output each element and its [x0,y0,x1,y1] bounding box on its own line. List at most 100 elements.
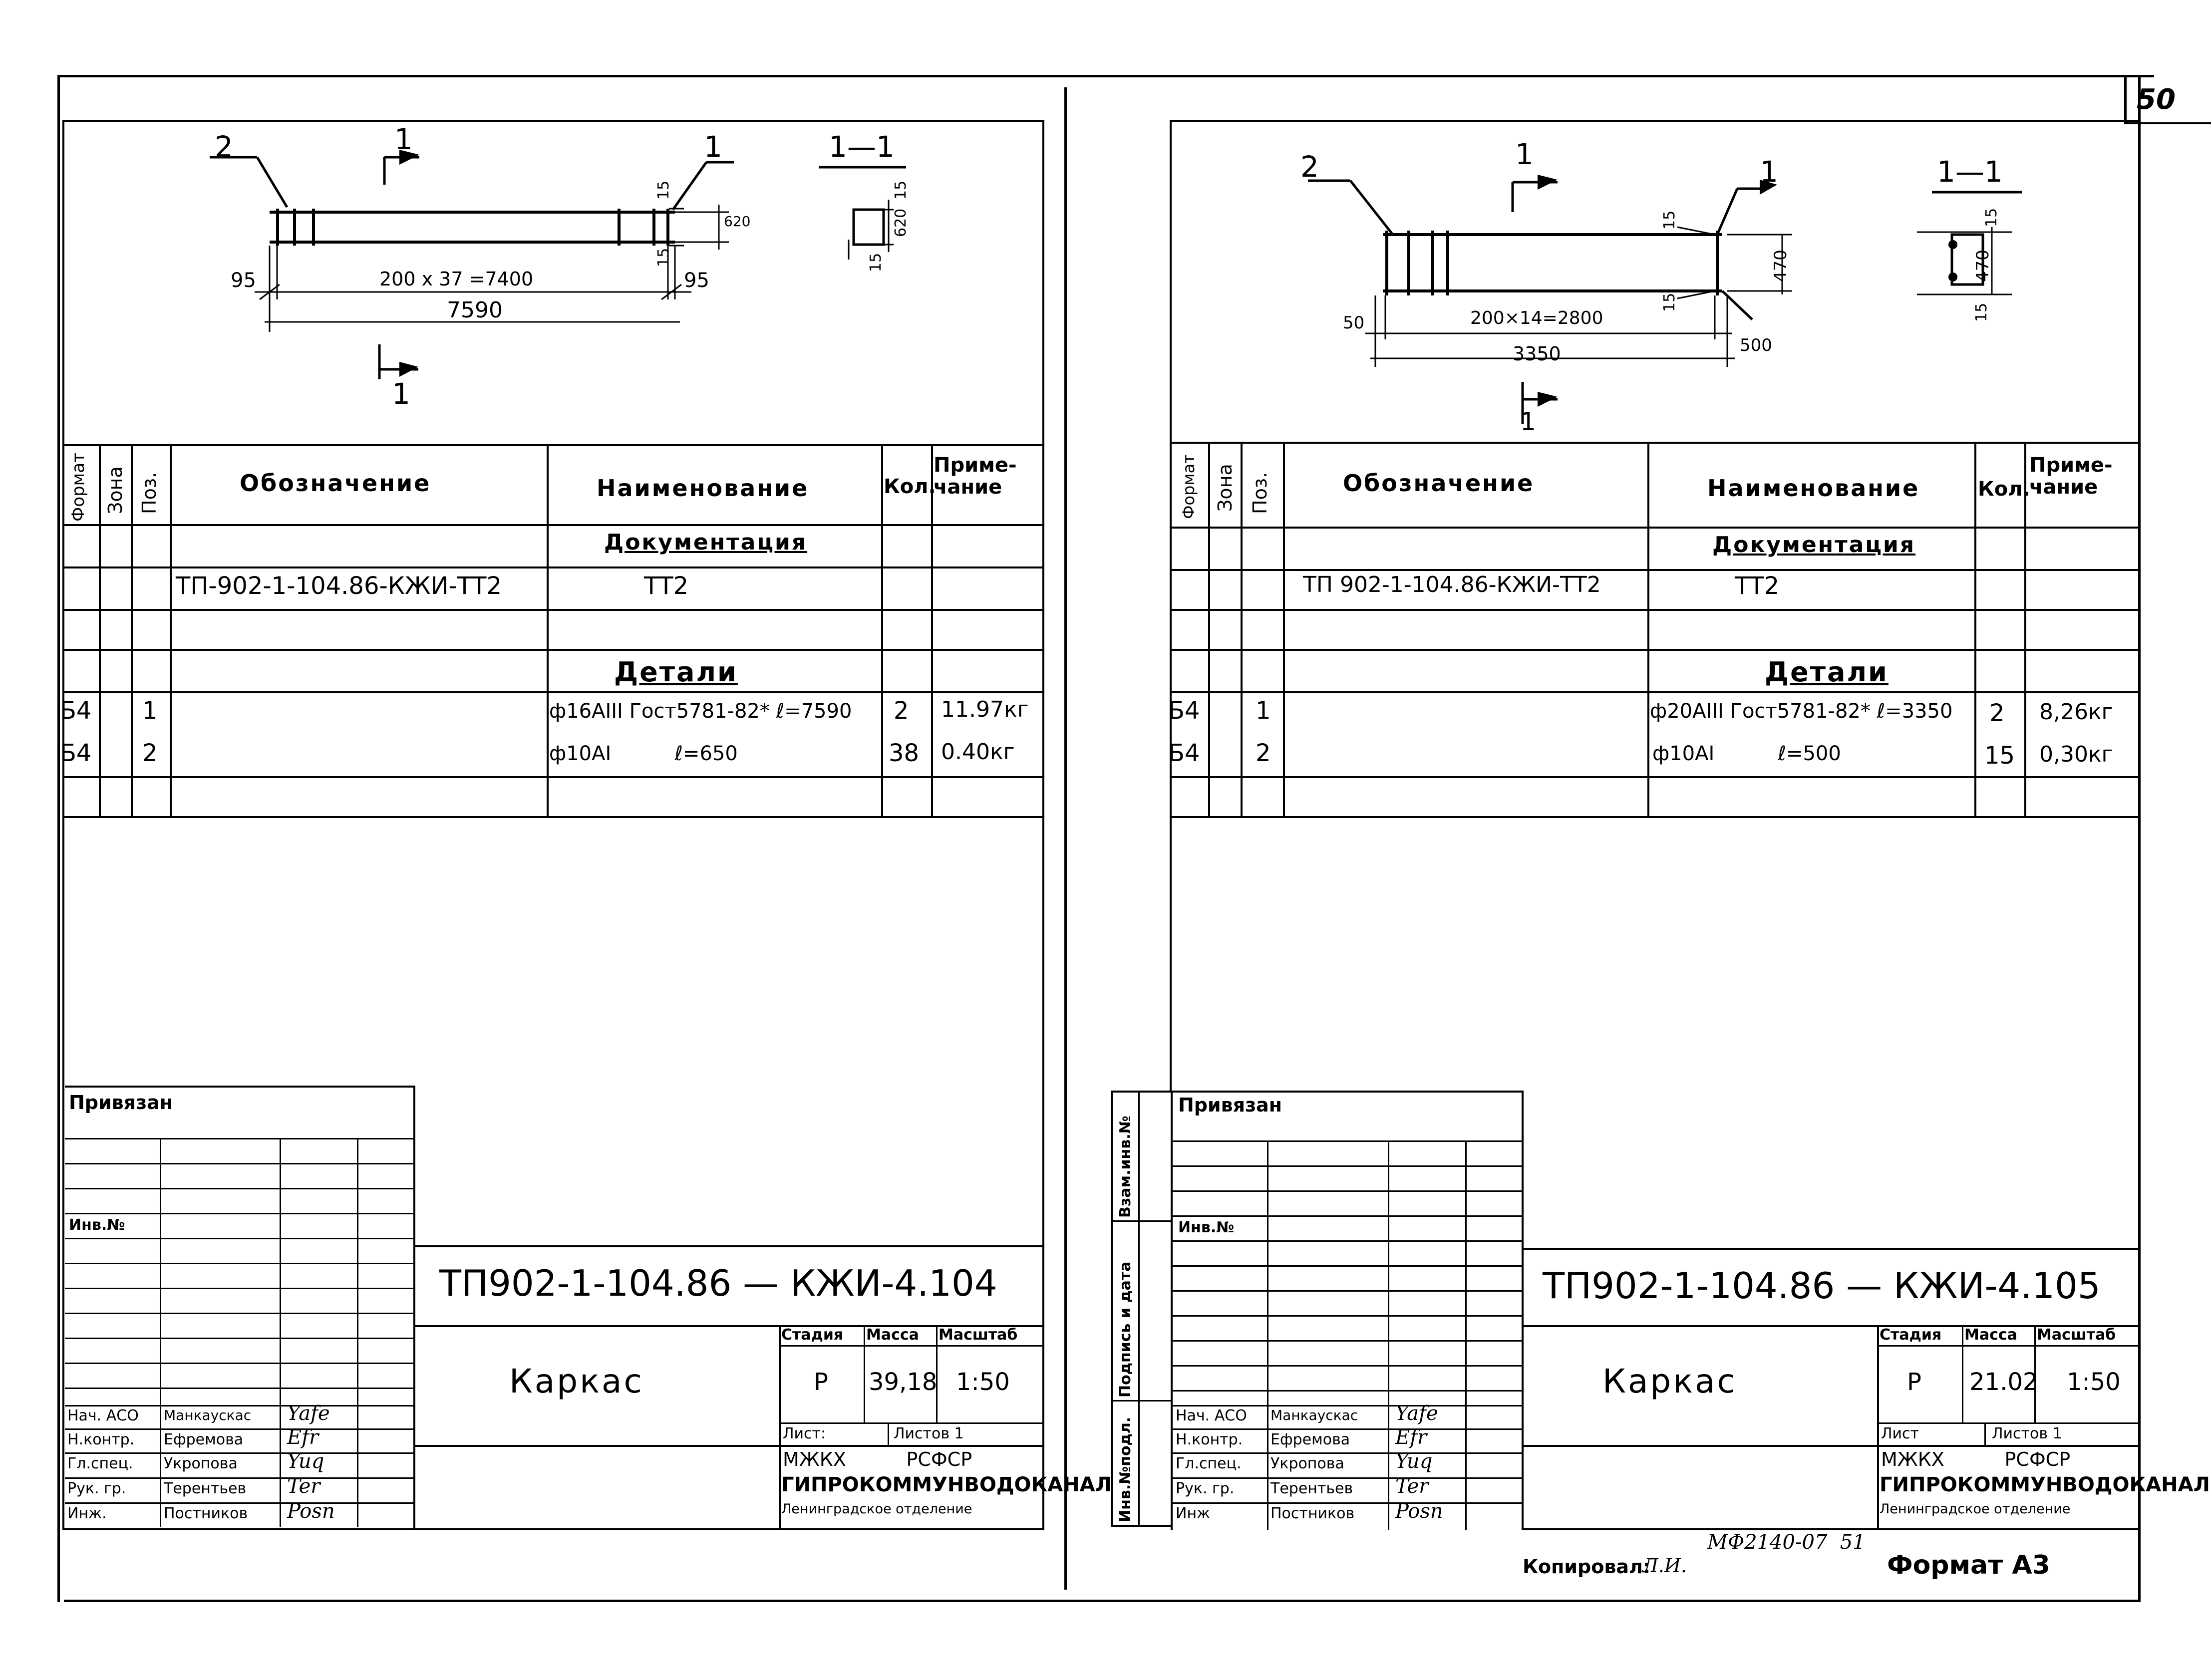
org-line-1: МЖКХ РСФСР [1881,1448,2071,1470]
callout-2: 2 [215,130,233,164]
signature-3: Yuq [1395,1450,1433,1473]
stage-value: Р [1907,1368,1921,1396]
stage-label: Стадия [781,1326,844,1344]
signature-4: Ter [1395,1475,1429,1498]
row2-pos: 2 [142,739,158,767]
mass-label: Масса [1964,1326,2017,1344]
mass-label: Масса [866,1326,919,1344]
row2-qty: 38 [889,739,920,767]
scale-value: 1:50 [956,1368,1010,1396]
side-label-2: Подпись и дата [1117,1261,1134,1398]
header-zone: Зона [104,466,126,514]
signature-2: Efr [1395,1426,1427,1449]
header-pos: Поз. [1249,472,1271,514]
row1-pos: 1 [142,697,158,725]
person-3: Укропова [1270,1455,1344,1472]
dim-total: 3350 [1513,343,1561,365]
dim-cover-top: 15 [1661,210,1678,230]
doc-name: ТТ2 [1735,572,1780,600]
row1-qty: 2 [1989,699,2005,727]
row2-pos: 2 [1256,739,1271,767]
header-note: Приме-чание [2029,454,2113,499]
role-2: Н.контр. [1176,1431,1243,1448]
doc-name: ТТ2 [644,572,689,600]
role-2: Н.контр. [67,1431,135,1448]
header-designation: Обозначение [1343,470,1535,497]
role-5: Инж. [67,1505,107,1522]
row1-format: Б4 [60,697,92,725]
header-format: Формат [68,453,88,522]
scale-value: 1:50 [2067,1368,2121,1396]
person-1: Манкаускас [164,1407,252,1423]
drawing-title: Каркас [1602,1362,1737,1400]
dim-cover-bottom: 15 [1661,292,1678,312]
person-5: Постников [164,1505,248,1522]
header-name: Наименование [597,475,809,502]
dim-middle: 200×14=2800 [1470,308,1603,328]
signature-4: Ter [287,1475,320,1498]
header-note: Приме-чание [934,454,1017,499]
org-line-1: МЖКХ РСФСР [783,1448,972,1470]
stage-value: Р [814,1368,828,1396]
dim-height: 470 [1771,250,1791,282]
cut-mark-bottom: 1 [1520,407,1536,436]
row2-name: ф10АI ℓ=650 [549,742,738,765]
cut-mark-top: 1 [394,122,413,156]
dim-total: 7590 [447,297,503,323]
role-1: Нач. АСО [67,1407,139,1424]
section-dim-height: 470 [1973,250,1993,282]
signature-5: Posn [1395,1500,1443,1523]
mass-value: 39,18 [869,1368,938,1396]
drawing-code: ТП902-1-104.86 — КЖИ-4.104 [439,1262,997,1304]
row1-name: ф20АIII Гост5781-82* ℓ=3350 [1650,700,1953,723]
header-pos: Поз. [138,472,160,514]
row1-pos: 1 [1256,697,1271,725]
mass-value: 21.02 [1969,1368,2038,1396]
person-1: Манкаускас [1270,1407,1358,1423]
person-2: Ефремова [1270,1431,1350,1448]
header-name: Наименование [1707,475,1920,502]
dim-right: 500 [1740,335,1772,355]
privyazan-label: Привязан [69,1092,173,1114]
dim-left: 95 [231,269,256,292]
callout-1: 1 [1760,155,1778,189]
section-details: Детали [614,656,738,688]
dim-middle: 200 x 37 =7400 [379,268,534,290]
copied-label: Копировал: [1523,1556,1651,1578]
org-line-3: Ленинградское отделение [781,1501,972,1517]
scale-label: Масштаб [2037,1326,2116,1344]
role-3: Гл.спец. [1176,1455,1242,1472]
row2-format: Б4 [60,739,92,767]
sheet-label: Лист: [783,1425,826,1442]
copied-signature: Л.И. [1642,1555,1687,1577]
section-docs: Документация [1712,532,1916,558]
row1-note: 11.97кг [941,697,1029,722]
stage-label: Стадия [1880,1326,1942,1344]
section-dim-cover-bottom: 15 [1973,302,1990,322]
signature-1: Yafe [1395,1402,1438,1425]
row2-format: Б4 [1168,739,1200,767]
sheets-label: Листов 1 [1992,1425,2062,1442]
doc-designation: ТП-902-1-104.86-КЖИ-ТТ2 [176,572,502,600]
role-4: Рук. гр. [1176,1480,1235,1497]
dim-left: 50 [1343,313,1365,333]
role-4: Рук. гр. [67,1480,126,1497]
person-5: Постников [1270,1505,1355,1522]
signature-5: Posn [287,1500,335,1523]
sheet-label: Лист [1881,1425,1919,1442]
drawing-code: ТП902-1-104.86 — КЖИ-4.105 [1543,1265,2101,1307]
row1-name: ф16АIII Гост5781-82* ℓ=7590 [549,700,852,723]
footer-code: МФ2140-07 51 [1707,1531,1866,1554]
row2-qty: 15 [1984,742,2015,770]
header-format: Формат [1179,454,1198,519]
signature-3: Yuq [287,1450,324,1473]
doc-designation: ТП 902-1-104.86-КЖИ-ТТ2 [1303,572,1601,597]
section-label: 1—1 [829,130,895,164]
role-5: Инж [1176,1505,1211,1522]
signature-2: Efr [287,1426,319,1449]
person-2: Ефремова [164,1431,244,1448]
cut-mark-bottom: 1 [392,377,410,411]
section-details: Детали [1765,656,1889,688]
cut-mark-top: 1 [1515,137,1534,171]
person-3: Укропова [164,1455,238,1472]
